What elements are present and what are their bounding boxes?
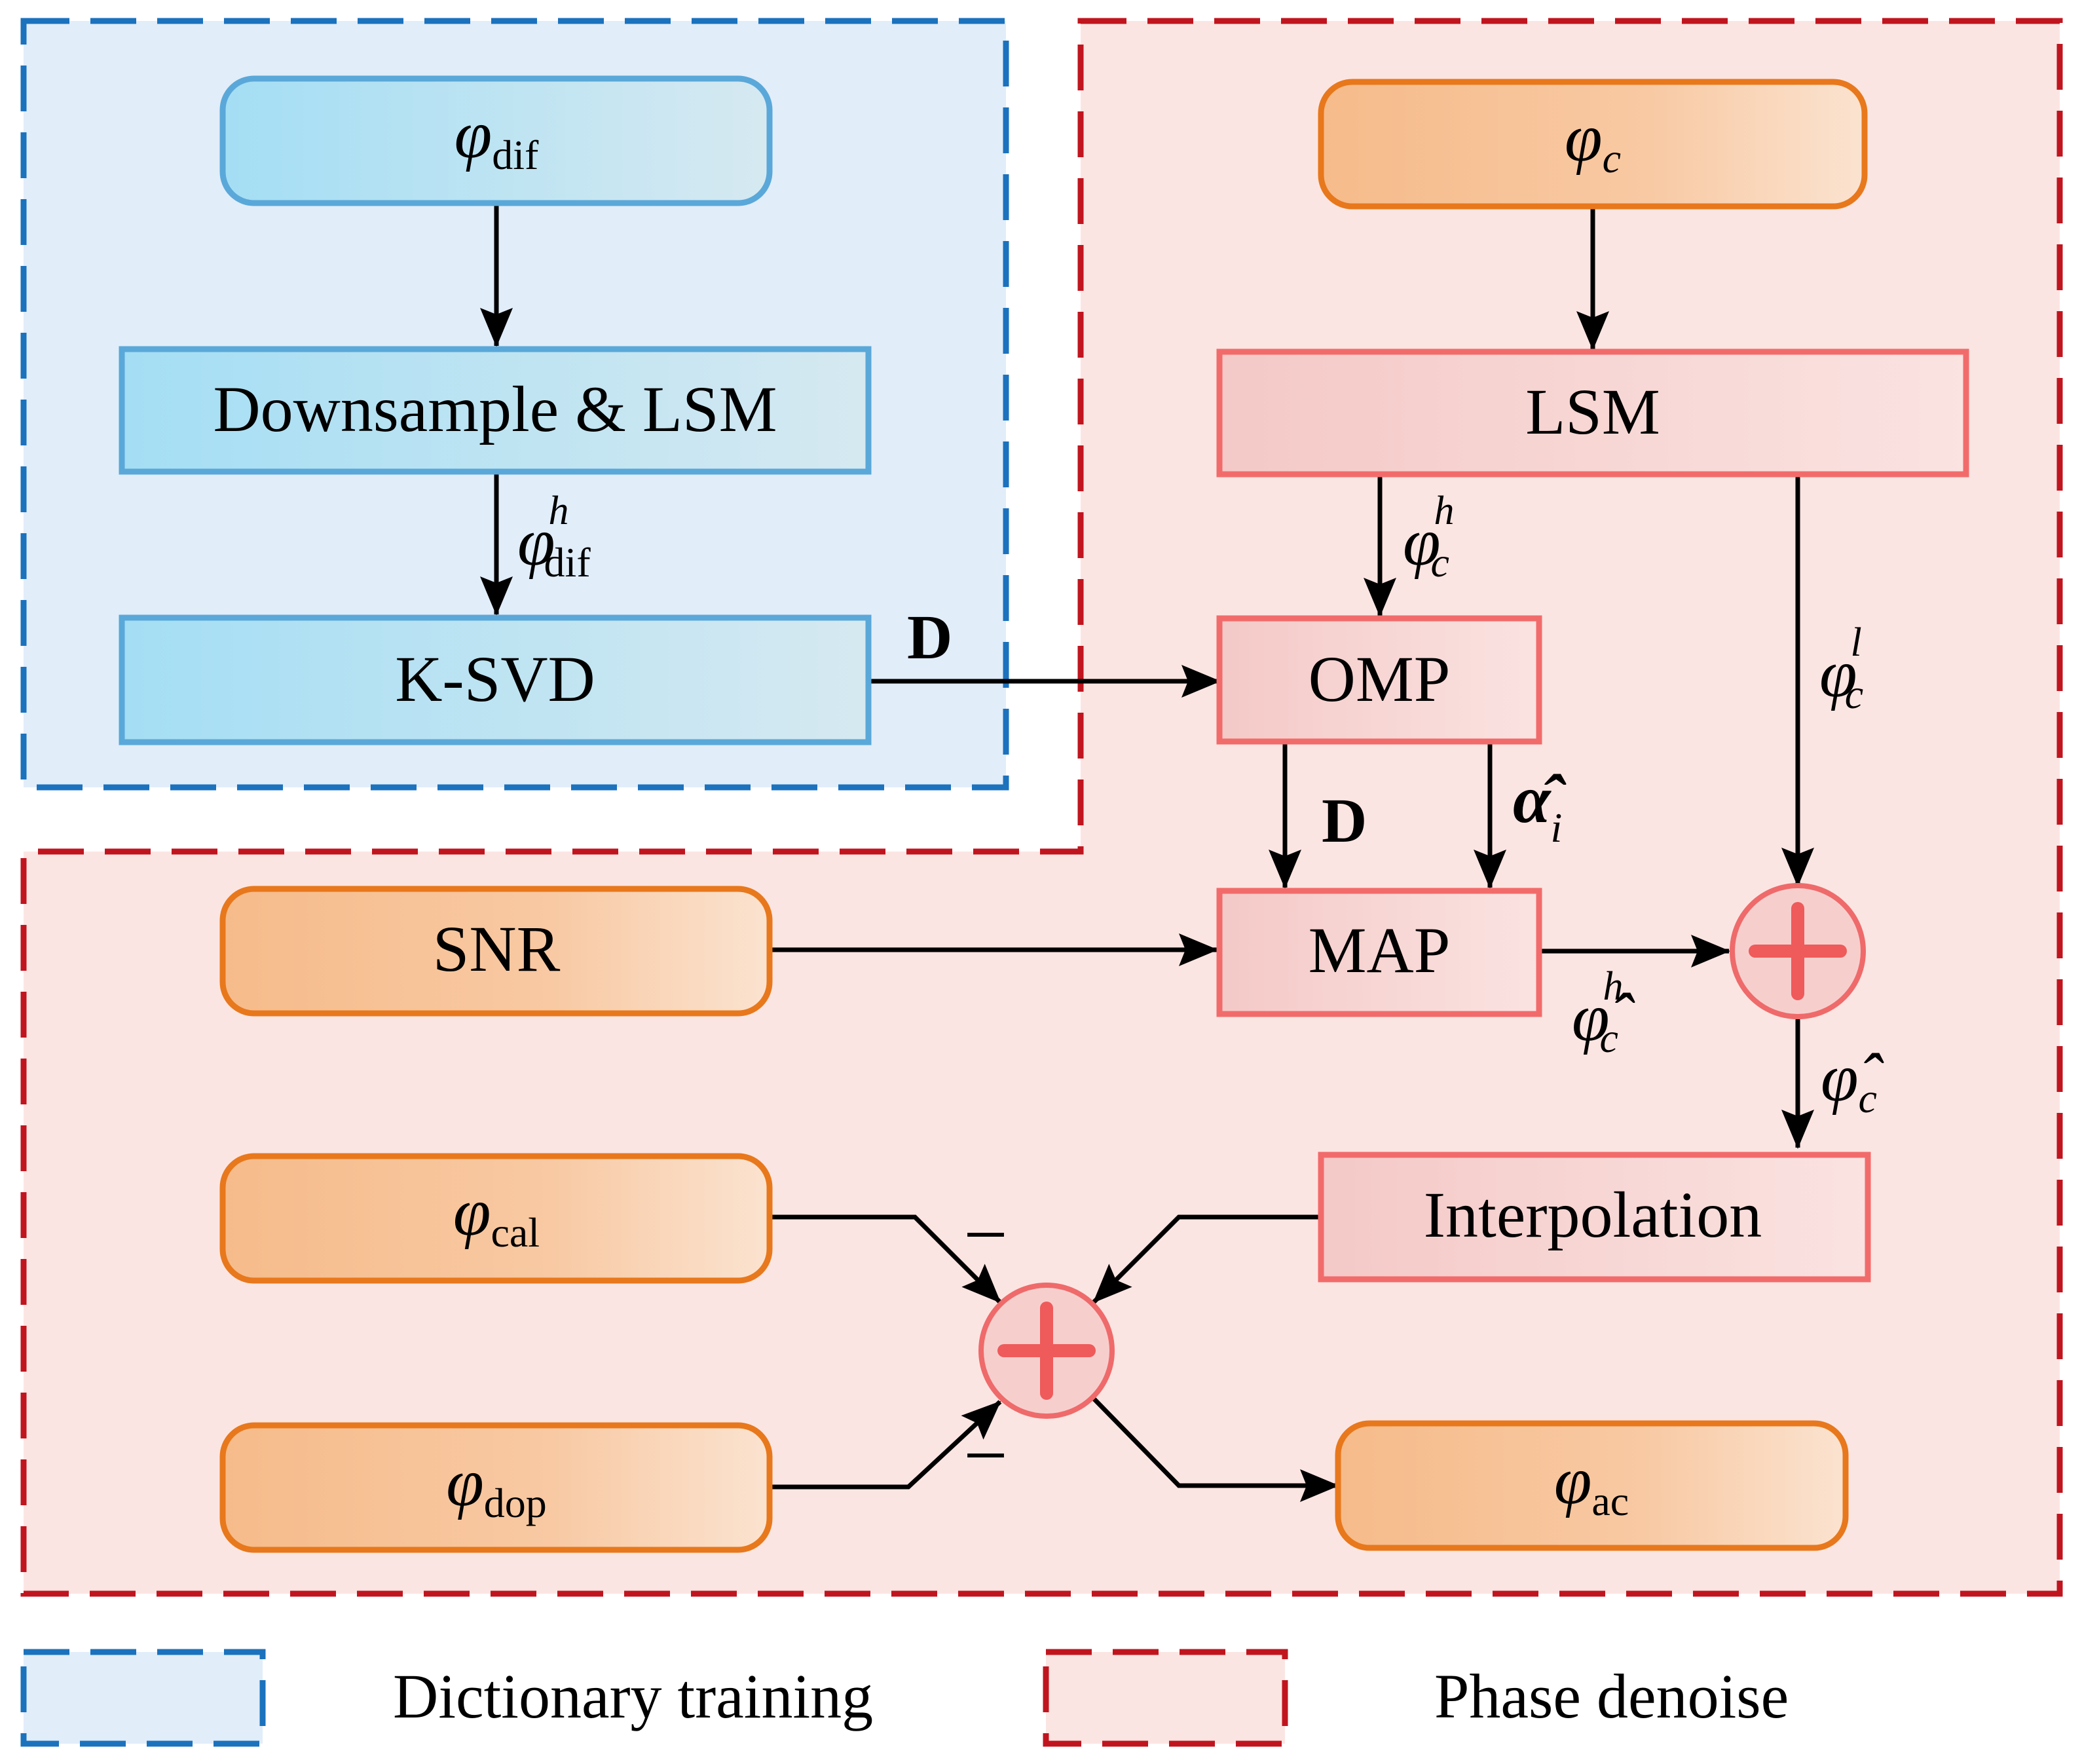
legend-dictionary-training-label: Dictionary training [393, 1661, 873, 1731]
phi-dop-symbol: φ [446, 1445, 484, 1520]
node-snr: SNR [219, 886, 773, 1017]
phi-dif-symbol: φ [455, 97, 493, 172]
arrow-phi-dop-to-sum2 [768, 1400, 1002, 1490]
legend-swatch-phase-denoise [1043, 1649, 1288, 1747]
lsm-label: LSM [1525, 375, 1660, 448]
node-phi-dif: φdif [219, 75, 773, 206]
node-interpolation: Interpolation [1318, 1152, 1871, 1283]
label-d-to-map: D [1322, 785, 1367, 855]
sum-junction-upper [1730, 883, 1866, 1019]
phi-ac-sub: ac [1591, 1478, 1629, 1524]
node-phi-dop: φdop [219, 1422, 773, 1553]
arrows [480, 203, 1814, 1502]
node-downsample-lsm: Downsample & LSM [119, 346, 872, 475]
node-omp: OMP [1216, 615, 1542, 745]
downsample-lsm-label: Downsample & LSM [213, 373, 777, 445]
phi-cal-symbol: φ [453, 1174, 491, 1250]
legend: Dictionary training Phase denoise [20, 1649, 1789, 1747]
node-ksvd: K-SVD [119, 614, 872, 745]
node-phi-c: φc [1318, 79, 1868, 210]
arrow-interpolation-to-sum2 [1092, 1214, 1321, 1304]
label-d-to-omp: D [907, 602, 952, 672]
phi-cal-sub: cal [491, 1209, 540, 1256]
label-minus-bottom: − [963, 1412, 1008, 1499]
legend-swatch-dictionary-training [20, 1649, 266, 1747]
phi-c-symbol: φ [1565, 100, 1603, 176]
phi-dif-sub: dif [492, 132, 539, 178]
node-phi-cal: φcal [219, 1153, 773, 1284]
label-minus-top: − [963, 1191, 1008, 1278]
ksvd-label: K-SVD [395, 643, 595, 715]
svg-text:φdop: φdop [446, 1445, 547, 1526]
phi-ac-symbol: φ [1554, 1443, 1592, 1518]
sum-junction-lower [978, 1283, 1115, 1419]
legend-phase-denoise-label: Phase denoise [1434, 1661, 1789, 1731]
node-phi-ac: φac [1335, 1420, 1849, 1551]
svg-text:φcal: φcal [453, 1174, 540, 1256]
phi-c-sub: c [1603, 135, 1621, 181]
interpolation-label: Interpolation [1424, 1178, 1762, 1251]
omp-label: OMP [1309, 643, 1451, 715]
snr-label: SNR [433, 912, 561, 985]
arrow-phi-cal-to-sum2 [768, 1214, 1002, 1304]
svg-text:φc: φc [1565, 100, 1621, 181]
map-label: MAP [1309, 914, 1451, 986]
svg-text:φac: φac [1554, 1443, 1629, 1524]
node-lsm: LSM [1216, 348, 1969, 478]
svg-text:φdif: φdif [455, 97, 539, 178]
phi-dop-sub: dop [484, 1480, 547, 1526]
arrow-sum2-to-phi-ac [1088, 1393, 1339, 1502]
node-map: MAP [1216, 888, 1542, 1017]
